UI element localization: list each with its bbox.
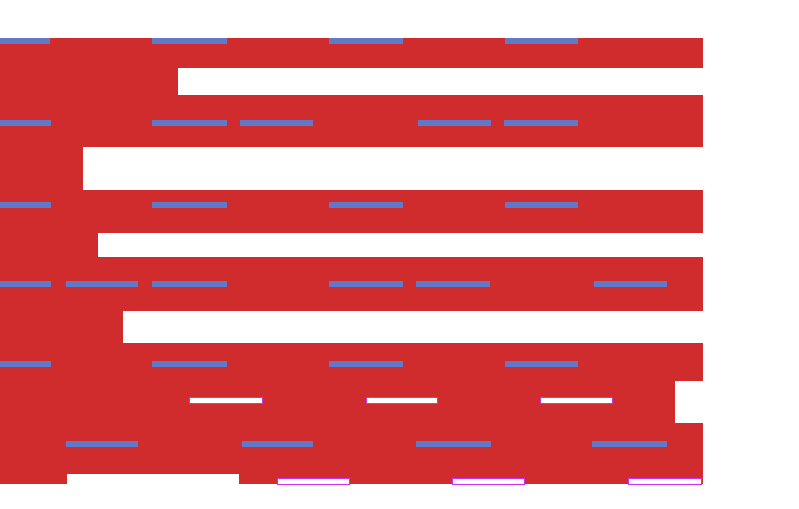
blue-bar: [0, 202, 51, 208]
blue-bar: [0, 38, 50, 44]
blue-bar: [329, 38, 403, 44]
red-block: [0, 311, 123, 343]
blue-bar: [0, 120, 51, 126]
blue-bar: [152, 361, 227, 367]
blue-bar: [152, 202, 227, 208]
blue-bar: [594, 281, 667, 287]
red-block: [0, 474, 67, 484]
blue-bar: [505, 202, 578, 208]
magenta-bar: [628, 478, 702, 485]
blue-bar: [329, 361, 403, 367]
blue-bar: [152, 38, 227, 44]
blue-bar: [152, 120, 227, 126]
blue-bar: [240, 120, 313, 126]
blue-bar: [416, 441, 491, 447]
red-block: [0, 233, 98, 257]
blue-bar: [242, 441, 313, 447]
red-block: [0, 95, 703, 147]
blue-bar: [0, 281, 51, 287]
blue-bar: [329, 281, 403, 287]
magenta-bar: [189, 397, 263, 404]
magenta-bar: [366, 397, 438, 404]
magenta-bar: [452, 478, 525, 485]
blue-bar: [504, 120, 578, 126]
red-block: [0, 68, 178, 95]
red-block: [0, 423, 703, 474]
red-block: [0, 147, 83, 190]
blue-bar: [0, 361, 51, 367]
red-block: [0, 190, 703, 233]
blue-bar: [418, 120, 491, 126]
magenta-bar: [540, 397, 613, 404]
blue-bar: [592, 441, 667, 447]
blue-bar: [66, 441, 138, 447]
blue-bar: [416, 281, 490, 287]
blue-bar: [152, 281, 227, 287]
blue-bar: [505, 361, 578, 367]
blue-bar: [329, 202, 403, 208]
magenta-bar: [277, 478, 350, 485]
blue-bar: [505, 38, 578, 44]
blue-bar: [66, 281, 138, 287]
